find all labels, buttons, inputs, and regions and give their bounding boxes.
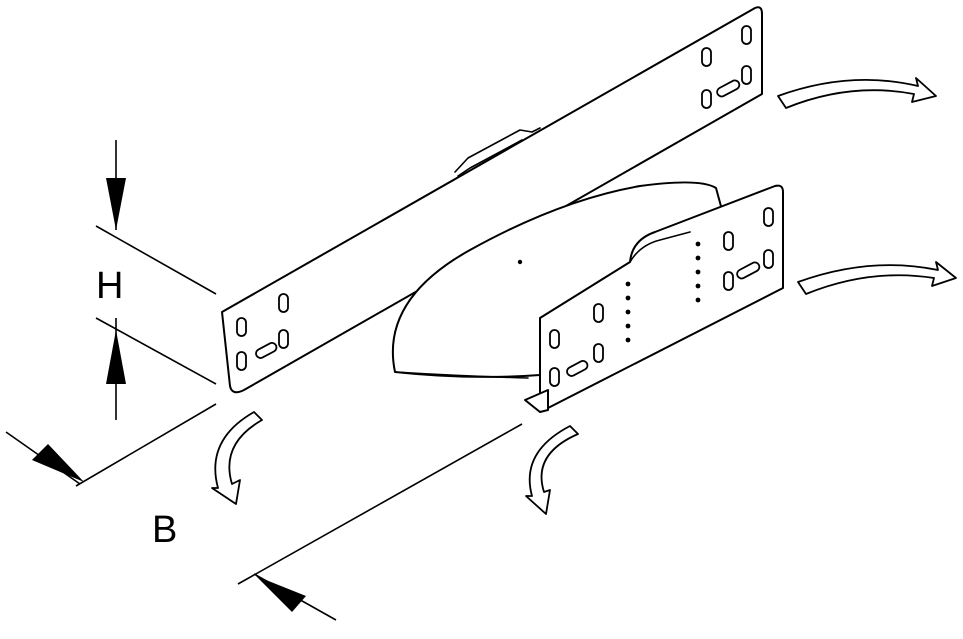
slot-hole bbox=[741, 65, 752, 85]
curved-arrow-top-right bbox=[777, 77, 937, 109]
curved-arrow-bottom-mid bbox=[525, 425, 579, 515]
height-label: H bbox=[96, 265, 123, 307]
slot-hole bbox=[593, 343, 604, 363]
slot-hole bbox=[701, 47, 712, 67]
slot-hole bbox=[716, 79, 741, 98]
slot-hole bbox=[701, 89, 712, 109]
slot-hole bbox=[736, 261, 761, 280]
curved-arrow-bottom-left bbox=[211, 411, 263, 505]
slot-hole bbox=[549, 367, 560, 387]
slot-hole bbox=[278, 293, 289, 313]
slot-hole bbox=[566, 359, 589, 377]
slot-hole bbox=[741, 25, 752, 45]
hinged-bottom-plate bbox=[391, 181, 723, 379]
slot-hole bbox=[763, 249, 774, 269]
slot-hole bbox=[236, 317, 247, 337]
slot-hole bbox=[236, 351, 247, 371]
slot-hole bbox=[723, 271, 734, 291]
slot-hole bbox=[723, 231, 734, 251]
slot-hole bbox=[278, 329, 289, 349]
slot-hole bbox=[763, 207, 774, 227]
curved-arrow-mid-right bbox=[797, 261, 957, 295]
slot-hole bbox=[549, 329, 560, 349]
rear-side-plate bbox=[221, 6, 763, 394]
dimension-height: H bbox=[95, 140, 217, 420]
movement-arrows bbox=[211, 77, 957, 515]
slot-hole bbox=[593, 303, 604, 323]
slot-hole bbox=[255, 341, 278, 359]
width-label: B bbox=[152, 509, 177, 551]
front-side-plate bbox=[524, 184, 784, 413]
dimension-width: B bbox=[5, 403, 523, 621]
